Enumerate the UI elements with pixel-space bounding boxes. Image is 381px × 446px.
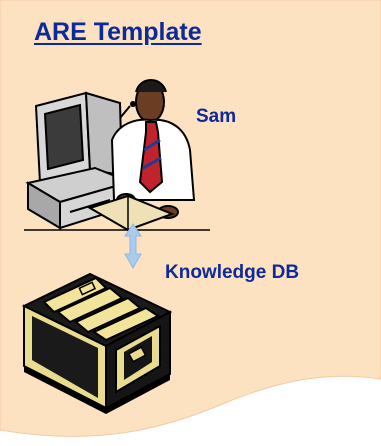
card-file-cabinet-icon: [21, 272, 173, 414]
double-arrow-icon: [124, 223, 142, 270]
database-label: Knowledge DB: [165, 262, 300, 283]
page-title: ARE Template: [34, 18, 202, 46]
person-at-computer-icon: [24, 79, 210, 232]
person-label: Sam: [196, 106, 237, 127]
